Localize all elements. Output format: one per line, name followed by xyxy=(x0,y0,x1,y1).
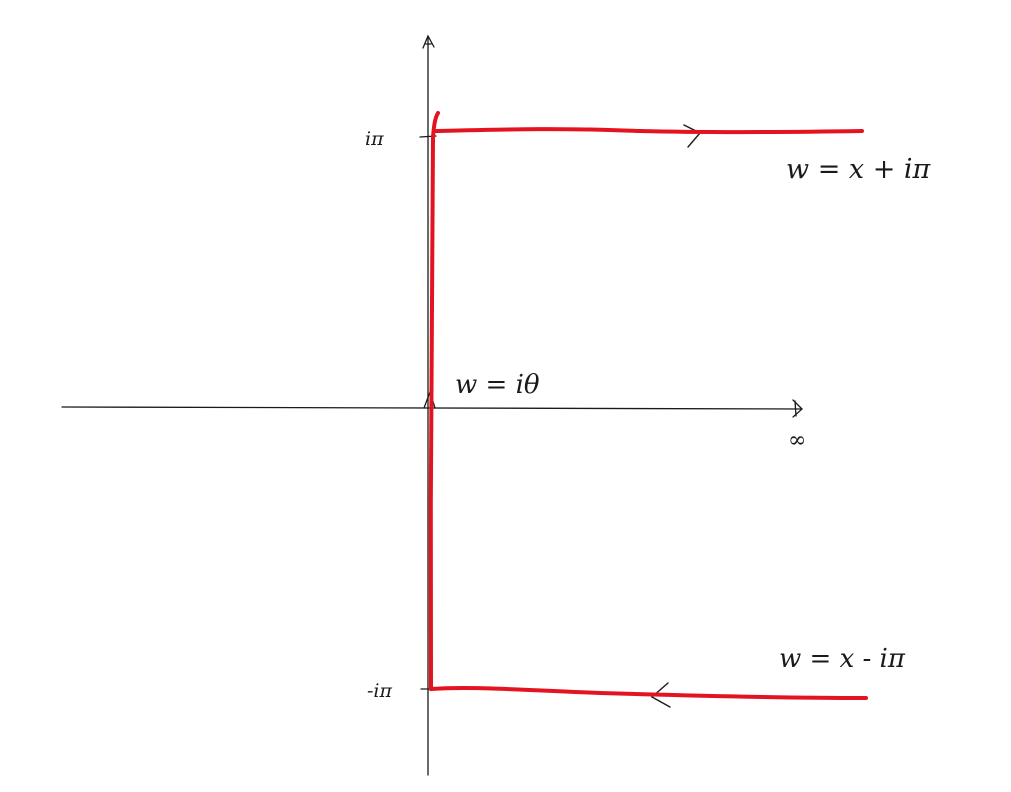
contour-bottom-label: w = x - iπ xyxy=(779,644,906,674)
contour-top-edge xyxy=(434,127,864,135)
contour-top-label: w = x + iπ xyxy=(786,154,932,185)
x-axis-arrow-icon xyxy=(792,399,803,418)
left-arrow-icon xyxy=(650,682,671,708)
right-arrow-icon xyxy=(683,124,702,148)
contour-vertical-edge xyxy=(428,111,440,691)
y-tick-top-label: iπ xyxy=(365,128,384,150)
contour-bottom-edge xyxy=(429,685,868,700)
y-axis-arrow-icon xyxy=(422,34,435,49)
x-axis-end-label: ∞ xyxy=(788,428,806,453)
contour-middle-label: w = iθ xyxy=(455,370,540,400)
contour-path xyxy=(428,111,868,700)
y-tick-bottom-label: -iπ xyxy=(367,680,392,702)
